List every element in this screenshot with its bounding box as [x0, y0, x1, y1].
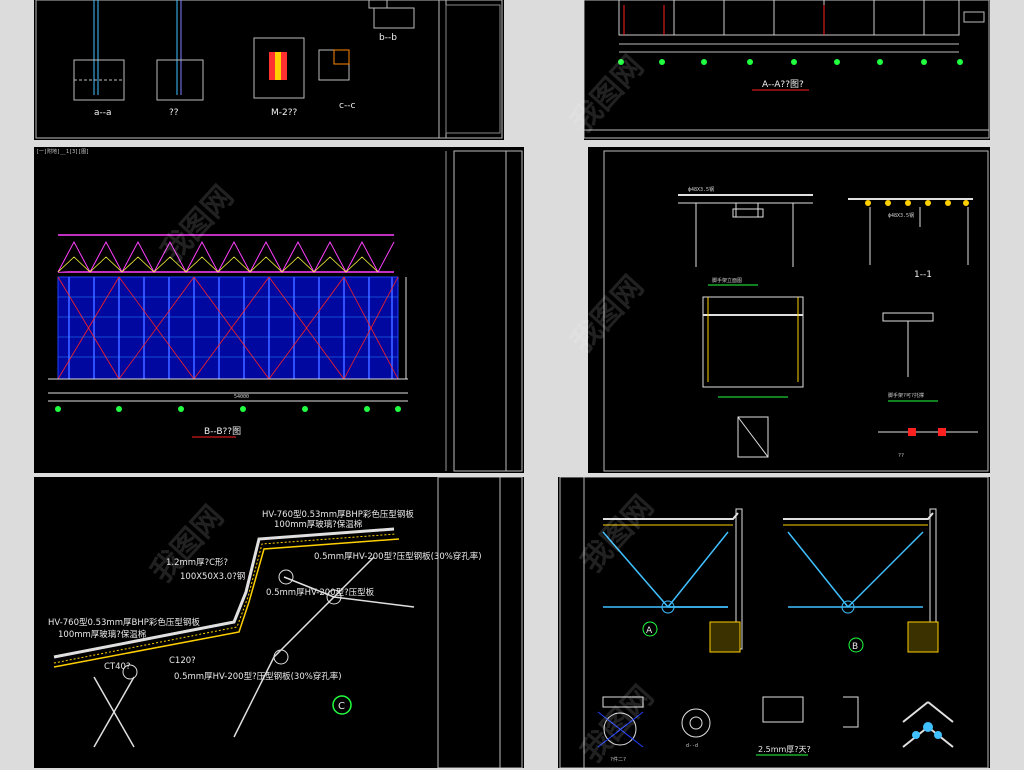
- sheet-mid-right: ф48X3.5钢 脚手架立面图 ф48X3.5钢 1--1 脚手架?可?托撑 ?…: [588, 147, 990, 473]
- detail-marker-a: A: [646, 626, 653, 636]
- label-c-c: c--c: [339, 101, 355, 111]
- section-1-1: 1--1: [914, 270, 932, 280]
- tube-label-1: ф48X3.5钢: [688, 186, 714, 193]
- note-7: CT40?: [104, 662, 130, 672]
- title-b-b: B--B??图: [204, 426, 241, 437]
- caption-detail: ??: [898, 453, 904, 459]
- dim-total: 54000: [234, 394, 249, 400]
- sheet-bottom-left: HV-760型0.53mm厚BHP彩色压型钢板 100mm厚玻璃?保温棉 1.2…: [34, 477, 524, 768]
- note-5: HV-760型0.53mm厚BHP彩色压型钢板: [48, 617, 200, 628]
- title-a-a: A--A??图?: [762, 79, 804, 90]
- note-9: 0.5mm厚HV-200型?压型钢板(30%穿孔率): [174, 671, 342, 682]
- sheet-header: [一]附地]__1[3][图]: [36, 148, 89, 155]
- sheet-top-left: a--a ?? M-2?? c--c b--b: [34, 0, 504, 140]
- sheet-mid-left: [一]附地]__1[3][图]: [34, 147, 524, 473]
- caption-elevation: 脚手架立面图: [712, 277, 742, 284]
- tube-label-2: ф48X3.5钢: [888, 212, 914, 219]
- caption-d-d: d--d: [686, 743, 698, 749]
- note-8: C120?: [169, 656, 196, 666]
- detail-marker-b: B: [852, 642, 858, 652]
- note-4: 0.5mm厚HV-200型?压型板: [266, 587, 375, 598]
- sheet-top-right: A--A??图?: [584, 0, 990, 140]
- detail-marker-c: C: [338, 701, 345, 712]
- caption-sheet: 2.5mm厚?天?: [758, 745, 811, 754]
- note-6: 100mm厚玻璃?保温棉: [58, 629, 146, 640]
- note-0: HV-760型0.53mm厚BHP彩色压型钢板: [262, 509, 414, 520]
- label-a-a: a--a: [94, 108, 112, 118]
- label-c: ??: [169, 108, 179, 118]
- label-b-b: b--b: [379, 33, 397, 43]
- note-3: 100X50X3.0?钢: [180, 571, 245, 582]
- note-2: 1.2mm厚?C形?: [166, 558, 228, 568]
- label-m: M-2??: [271, 108, 298, 118]
- note-10: 0.5mm厚HV-200型?压型钢板(30%穿孔率): [314, 551, 482, 562]
- sheet-bottom-right: A B ?件二? d--d 2.5mm厚?天?: [558, 477, 990, 768]
- caption-part: ?件二?: [610, 756, 626, 763]
- caption-support: 脚手架?可?托撑: [888, 392, 924, 399]
- note-1: 100mm厚玻璃?保温棉: [274, 519, 362, 530]
